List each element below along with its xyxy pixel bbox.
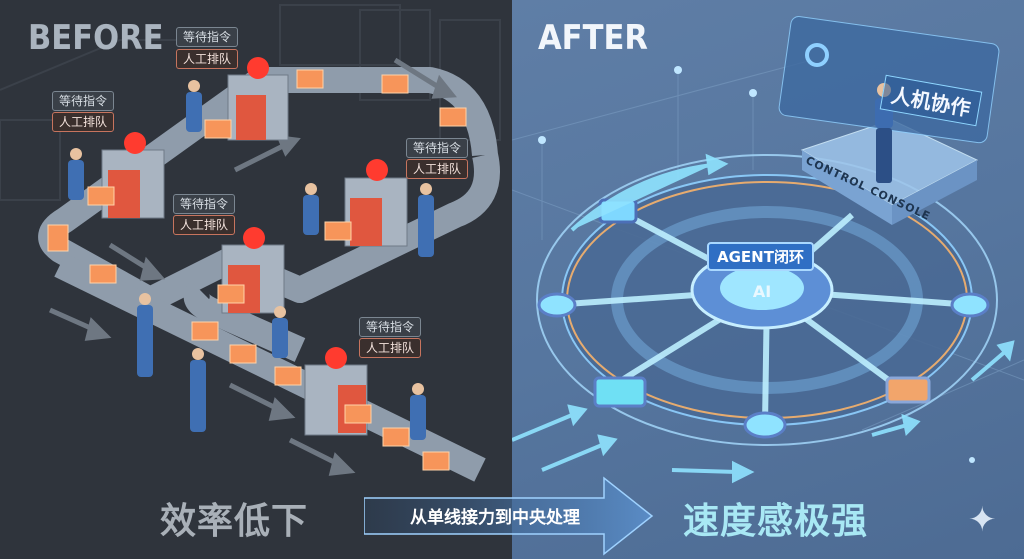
- after-title: AFTER: [538, 18, 648, 58]
- right-arrow-icon: [364, 476, 654, 556]
- sparkle-icon: ✦: [968, 500, 997, 540]
- status-tag-queue: 人工排队: [173, 215, 236, 235]
- status-tag-waiting: 等待指令: [406, 138, 469, 158]
- network-nodes: [537, 198, 990, 439]
- status-tag-queue: 人工排队: [406, 159, 469, 179]
- conveyor-scene: [0, 4, 501, 482]
- status-tag-waiting: 等待指令: [173, 194, 236, 214]
- transition-label: 从单线接力到中央处理: [410, 508, 580, 528]
- status-tag-waiting: 等待指令: [176, 27, 239, 47]
- before-caption: 效率低下: [160, 501, 309, 542]
- package-boxes: [47, 69, 467, 471]
- after-caption: 速度感极强: [683, 501, 869, 542]
- before-panel: BEFORE 等待指令 人工排队 等待指令 人工排队 等待指令 人工排队 等待指…: [0, 0, 512, 559]
- status-tag-queue: 人工排队: [52, 112, 115, 132]
- workers: [68, 80, 434, 440]
- station-machines: [101, 57, 408, 436]
- status-tag-waiting: 等待指令: [359, 317, 422, 337]
- status-tag-queue: 人工排队: [359, 338, 422, 358]
- status-tag-waiting: 等待指令: [52, 91, 115, 111]
- status-tag-queue: 人工排队: [176, 49, 239, 69]
- agent-loop-badge: AGENT闭环: [707, 242, 814, 271]
- ai-core-label: AI: [752, 281, 772, 301]
- before-title: BEFORE: [28, 18, 164, 58]
